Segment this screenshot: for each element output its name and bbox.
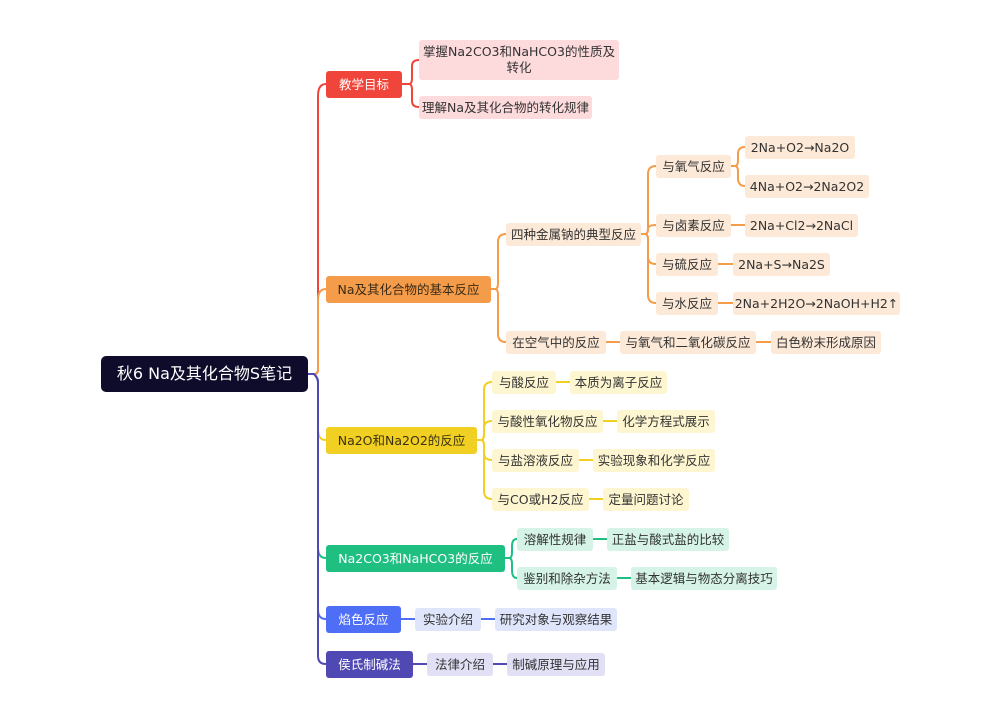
topic-ionic-reaction[interactable]: 本质为离子反应 xyxy=(570,371,667,394)
topic-white-powder[interactable]: 白色粉末形成原因 xyxy=(771,331,881,354)
topic-experiment-phenomena[interactable]: 实验现象和化学反应 xyxy=(593,449,715,472)
topic-separation-skills[interactable]: 基本逻辑与物态分离技巧 xyxy=(631,567,777,590)
topic-master-carbonates[interactable]: 掌握Na2CO3和NaHCO3的性质及转化 xyxy=(419,40,619,80)
branch-carbonate-reactions[interactable]: Na2CO3和NaHCO3的反应 xyxy=(326,545,505,572)
branch-teaching-goals[interactable]: 教学目标 xyxy=(326,71,402,98)
topic-sulfur-reaction[interactable]: 与硫反应 xyxy=(656,253,718,276)
branch-flame-test[interactable]: 焰色反应 xyxy=(326,606,401,633)
topic-identification-methods[interactable]: 鉴别和除杂方法 xyxy=(517,567,617,590)
topic-law-intro[interactable]: 法律介绍 xyxy=(427,653,493,676)
topic-experiment-intro[interactable]: 实验介绍 xyxy=(415,608,481,631)
topic-understand-conversion[interactable]: 理解Na及其化合物的转化规律 xyxy=(419,96,592,119)
topic-soda-principle[interactable]: 制碱原理与应用 xyxy=(507,653,605,676)
equation-na2o2[interactable]: 4Na+O2→2Na2O2 xyxy=(745,175,869,198)
topic-quantitative-discussion[interactable]: 定量问题讨论 xyxy=(603,488,689,511)
topic-acidic-oxide-reaction[interactable]: 与酸性氧化物反应 xyxy=(492,410,603,433)
topic-salt-solution-reaction[interactable]: 与盐溶液反应 xyxy=(492,449,579,472)
equation-na2o[interactable]: 2Na+O2→Na2O xyxy=(745,136,855,159)
topic-oxygen-reaction[interactable]: 与氧气反应 xyxy=(656,155,731,178)
topic-typical-reactions[interactable]: 四种金属钠的典型反应 xyxy=(506,223,641,246)
topic-co-h2-reaction[interactable]: 与CO或H2反应 xyxy=(492,488,589,511)
topic-acid-reaction[interactable]: 与酸反应 xyxy=(492,371,556,394)
root-topic[interactable]: 秋6 Na及其化合物S笔记 xyxy=(101,356,308,392)
topic-solubility-rule[interactable]: 溶解性规律 xyxy=(517,528,593,551)
branch-basic-reactions[interactable]: Na及其化合物的基本反应 xyxy=(326,276,491,303)
topic-air-reaction[interactable]: 在空气中的反应 xyxy=(506,331,606,354)
equation-na2s[interactable]: 2Na+S→Na2S xyxy=(733,253,830,276)
topic-oxygen-co2-reaction[interactable]: 与氧气和二氧化碳反应 xyxy=(620,331,756,354)
equation-nacl[interactable]: 2Na+Cl2→2NaCl xyxy=(745,214,858,237)
topic-water-reaction[interactable]: 与水反应 xyxy=(656,292,718,315)
topic-research-observation[interactable]: 研究对象与观察结果 xyxy=(495,608,617,631)
equation-naoh[interactable]: 2Na+2H2O→2NaOH+H2↑ xyxy=(733,292,900,315)
topic-salt-comparison[interactable]: 正盐与酸式盐的比较 xyxy=(607,528,729,551)
topic-equation-display[interactable]: 化学方程式展示 xyxy=(617,410,715,433)
topic-halogen-reaction[interactable]: 与卤素反应 xyxy=(656,214,731,237)
branch-hou-process[interactable]: 侯氏制碱法 xyxy=(326,651,413,678)
branch-na2o-na2o2[interactable]: Na2O和Na2O2的反应 xyxy=(326,427,477,454)
